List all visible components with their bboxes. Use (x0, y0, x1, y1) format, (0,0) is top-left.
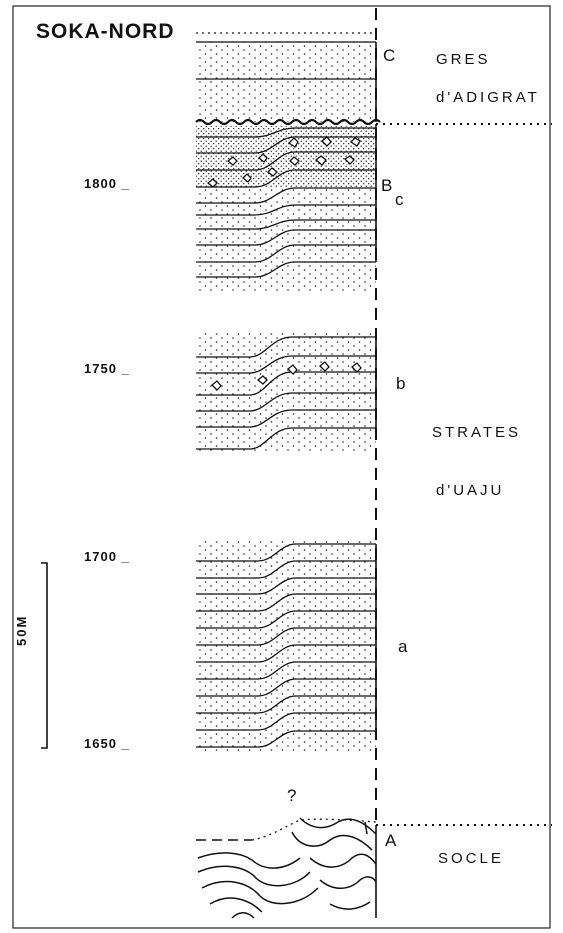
unit-label-strates: STRATES (432, 424, 522, 441)
unit-bc-sequence (196, 124, 377, 292)
unit-letter-c-lower: c (395, 190, 404, 209)
elevation-1800: 1800 _ (84, 176, 130, 191)
unit-letter-b-upper: B (381, 176, 393, 195)
unit-a-sequence (196, 541, 377, 753)
unit-label-socle: SOCLE (438, 850, 504, 867)
scale-bar-label: 50M (14, 614, 29, 646)
elevation-1750: 1750 _ (84, 361, 130, 376)
unit-label-uaju: d'UAJU (436, 482, 505, 499)
elevation-1700: 1700 _ (84, 549, 130, 564)
figure-title: SOKA-NORD (36, 20, 175, 43)
unit-letter-a-lower: a (398, 637, 408, 656)
unit-b-sequence (196, 333, 377, 453)
elevation-1650: 1650 _ (84, 736, 130, 751)
unit-label-adigrat: d'ADIGRAT (436, 89, 540, 106)
unit-letter-b-lower: b (396, 374, 406, 393)
unit-c-sandstone (195, 32, 381, 126)
unit-letter-c-upper: C (383, 46, 396, 65)
unit-letter-a-upper: A (385, 831, 397, 850)
socle-basement (196, 817, 377, 919)
unit-label-gres: GRES (436, 51, 491, 68)
uncertain-contact-mark: ? (287, 786, 297, 805)
figure-border (12, 5, 551, 929)
scale-bar (41, 562, 48, 749)
